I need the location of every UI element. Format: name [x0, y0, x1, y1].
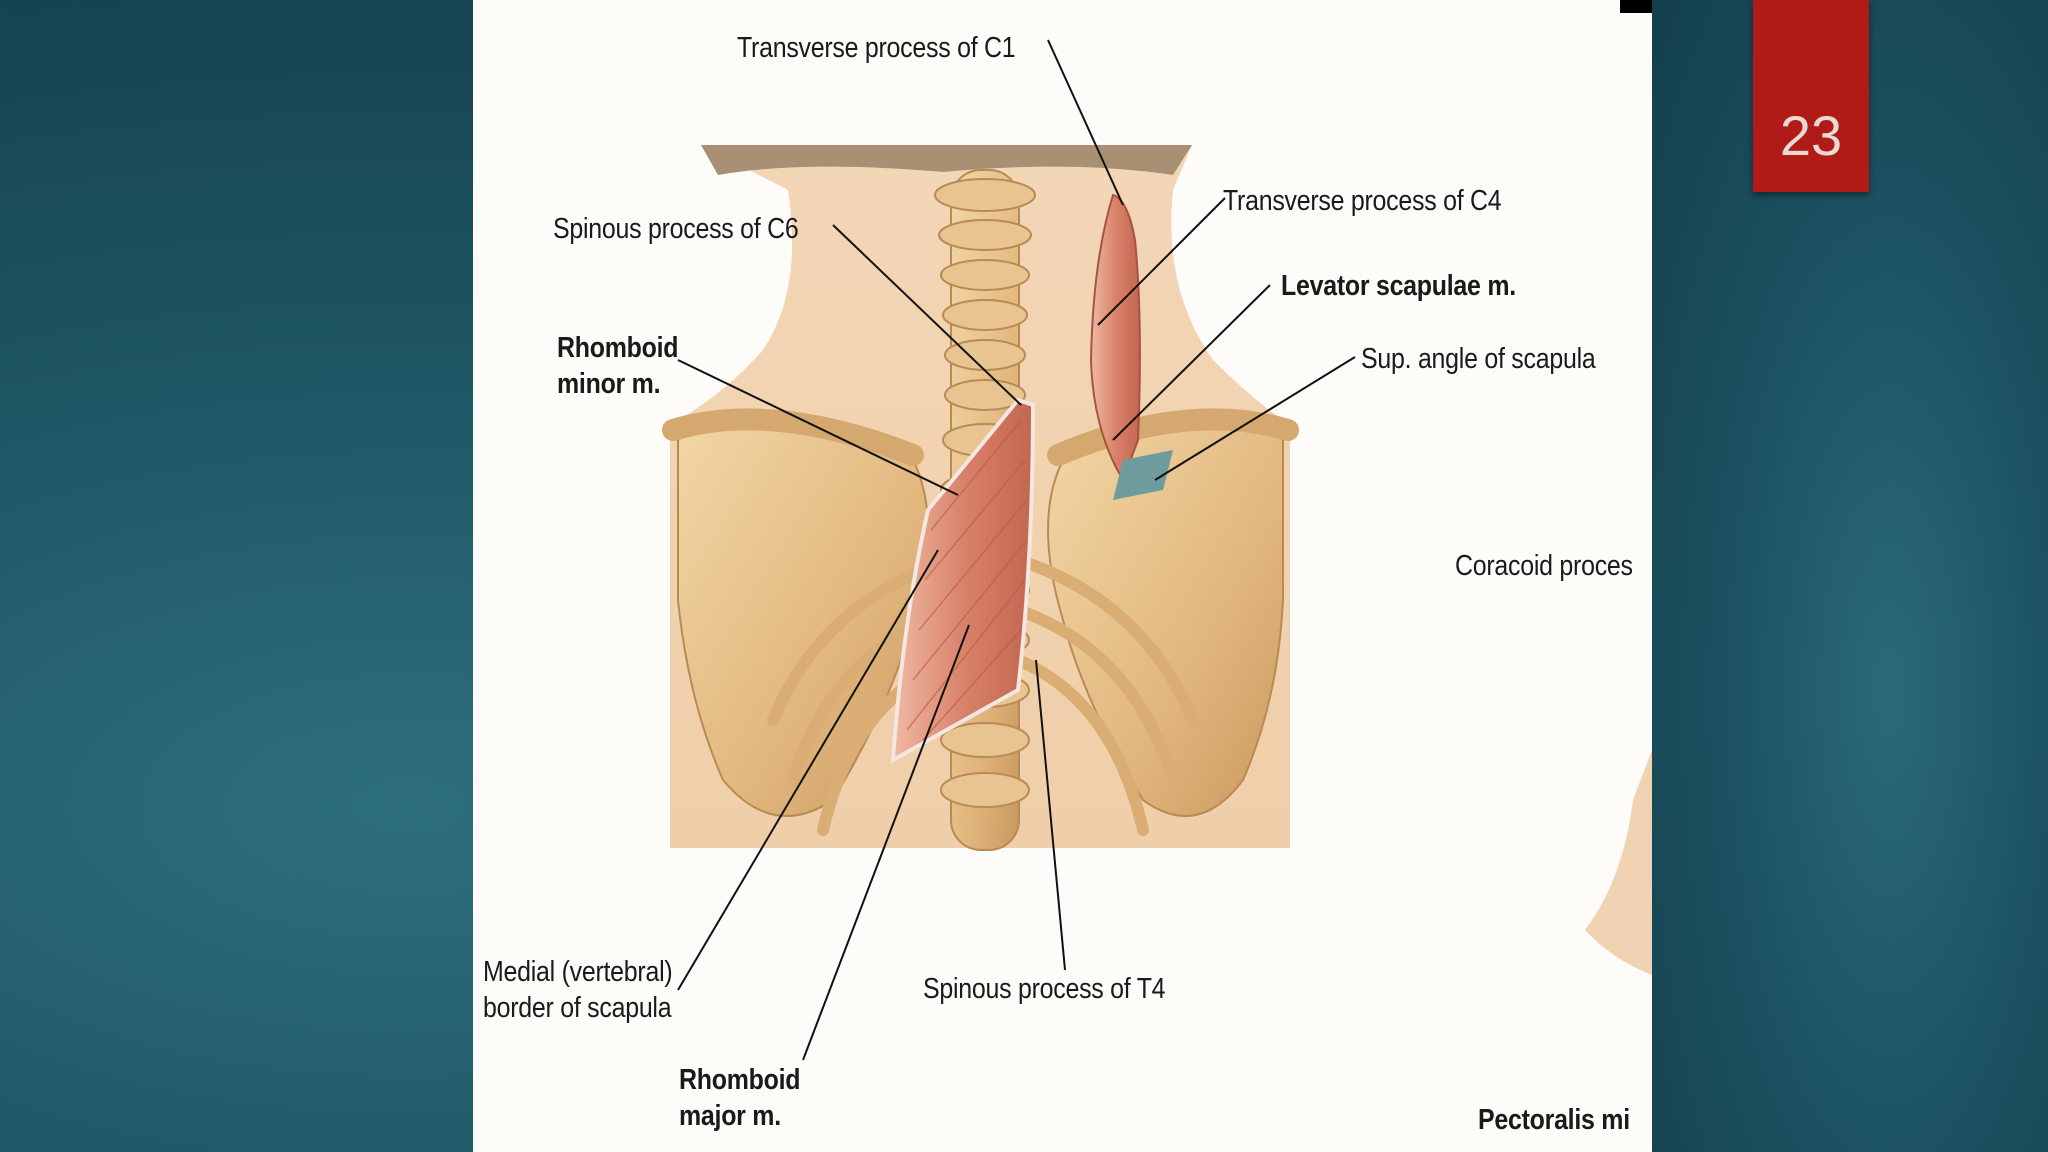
label-spinous-t4: Spinous process of T4: [923, 973, 1166, 1005]
pectoralis-partial: [1585, 750, 1652, 975]
label-levator-scapulae: Levator scapulae m.: [1281, 270, 1516, 302]
label-coracoid-process: Coracoid proces: [1455, 550, 1633, 582]
label-rhomboid-major: Rhomboid major m.: [679, 1064, 801, 1132]
left-clavicle: [662, 408, 924, 466]
label-pectoralis-minor: Pectoralis mi: [1478, 1104, 1630, 1136]
label-spinous-c6: Spinous process of C6: [553, 213, 799, 245]
figure-corner-mark: [1620, 0, 1652, 13]
levator-tendon: [1113, 450, 1173, 500]
page-number-badge: 23: [1753, 0, 1869, 192]
label-transverse-c1: Transverse process of C1: [737, 32, 1016, 64]
anatomy-figure: Transverse process of C1 Spinous process…: [473, 0, 1652, 1152]
right-clavicle: [1047, 408, 1299, 466]
label-sup-angle-scapula: Sup. angle of scapula: [1361, 343, 1596, 375]
label-rhomboid-minor: Rhomboid minor m.: [557, 332, 679, 400]
label-medial-border-scapula: Medial (vertebral) border of scapula: [483, 956, 673, 1024]
leader-lines: [677, 39, 1356, 1061]
anatomy-illustration: [662, 39, 1652, 1061]
label-transverse-c4: Transverse process of C4: [1223, 185, 1502, 217]
slide-background-right: [1652, 0, 2048, 1152]
rhomboid-muscle: [890, 397, 1036, 764]
hair: [701, 145, 1192, 175]
rhomboid-fibers: [906, 419, 1028, 741]
page-number: 23: [1779, 104, 1843, 167]
